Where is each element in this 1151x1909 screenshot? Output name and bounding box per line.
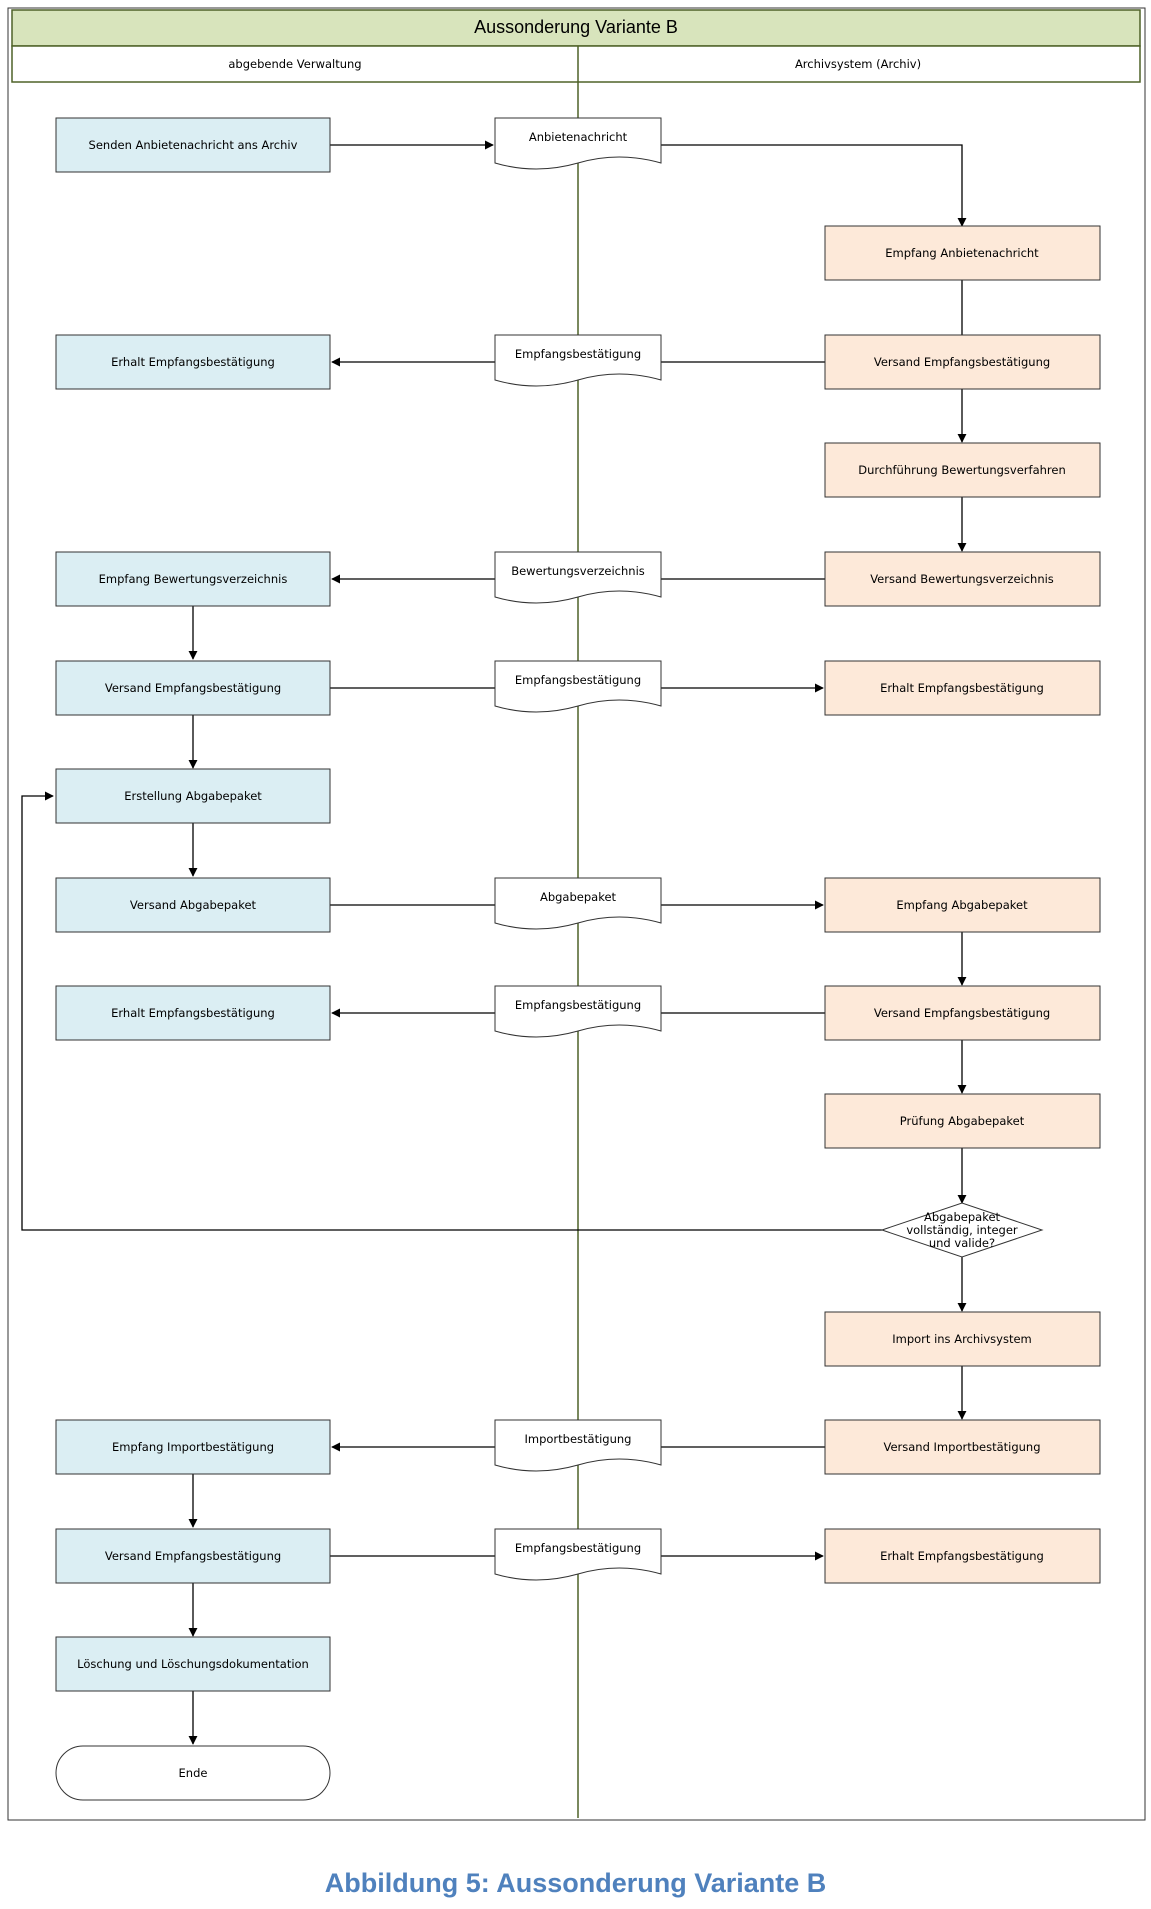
connector-decision-loopback xyxy=(21,791,882,1231)
svg-text:Löschung und Löschungsdokument: Löschung und Löschungsdokumentation xyxy=(77,1657,309,1671)
lane-left-label: abgebende Verwaltung xyxy=(228,57,361,71)
connectors xyxy=(21,140,967,1745)
right-step: Empfang Abgabepaket xyxy=(824,877,1101,933)
left-step: Senden Anbietenachricht ans Archiv xyxy=(55,117,331,173)
svg-text:Versand Empfangsbestätigung: Versand Empfangsbestätigung xyxy=(105,1549,281,1563)
decision-line-2: vollständig, integer xyxy=(906,1223,1018,1237)
right-step: Versand Empfangsbestätigung xyxy=(824,985,1101,1041)
right-step: Versand Bewertungsverzeichnis xyxy=(824,551,1101,607)
svg-text:Erhalt Empfangsbestätigung: Erhalt Empfangsbestätigung xyxy=(880,681,1044,695)
svg-text:Versand Empfangsbestätigung: Versand Empfangsbestätigung xyxy=(105,681,281,695)
left-step: Versand Empfangsbestätigung xyxy=(55,660,331,716)
left-step: Erhalt Empfangsbestätigung xyxy=(55,985,331,1041)
right-step: Erhalt Empfangsbestätigung xyxy=(824,660,1101,716)
svg-text:Empfang Abgabepaket: Empfang Abgabepaket xyxy=(896,898,1028,912)
lane-header xyxy=(11,45,1141,83)
svg-text:Ende: Ende xyxy=(179,1766,208,1780)
svg-text:Versand Empfangsbestätigung: Versand Empfangsbestätigung xyxy=(874,1006,1050,1020)
diagram-title: Aussonderung Variante B xyxy=(474,17,678,37)
svg-text:Empfangsbestätigung: Empfangsbestätigung xyxy=(515,673,641,687)
right-step: Import ins Archivsystem xyxy=(824,1311,1101,1367)
document-shape: Empfangsbestätigung xyxy=(494,1528,662,1581)
document-shape: Bewertungsverzeichnis xyxy=(494,551,662,604)
svg-text:Empfangsbestätigung: Empfangsbestätigung xyxy=(515,998,641,1012)
svg-text:Prüfung Abgabepaket: Prüfung Abgabepaket xyxy=(900,1114,1025,1128)
svg-text:Anbietenachricht: Anbietenachricht xyxy=(529,130,628,144)
svg-text:Empfangsbestätigung: Empfangsbestätigung xyxy=(515,1541,641,1555)
left-step: Versand Empfangsbestätigung xyxy=(55,1528,331,1584)
right-step: Erhalt Empfangsbestätigung xyxy=(824,1528,1101,1584)
svg-text:Empfang Bewertungsverzeichnis: Empfang Bewertungsverzeichnis xyxy=(99,572,288,586)
svg-text:Import ins Archivsystem: Import ins Archivsystem xyxy=(892,1332,1031,1346)
decision-diamond: Abgabepaket vollständig, integer und val… xyxy=(880,1202,1044,1258)
right-step: Versand Importbestätigung xyxy=(824,1419,1101,1475)
figure-caption: Abbildung 5: Aussonderung Variante B xyxy=(324,1868,827,1898)
svg-text:Bewertungsverzeichnis: Bewertungsverzeichnis xyxy=(511,564,645,578)
svg-text:Versand Bewertungsverzeichnis: Versand Bewertungsverzeichnis xyxy=(870,572,1054,586)
document-shape: Empfangsbestätigung xyxy=(494,334,662,387)
flow-diagram: Aussonderung Variante B abgebende Verwal… xyxy=(7,7,1146,1821)
svg-text:Erstellung Abgabepaket: Erstellung Abgabepaket xyxy=(124,789,262,803)
left-step: Empfang Bewertungsverzeichnis xyxy=(55,551,331,607)
svg-text:Abgabepaket: Abgabepaket xyxy=(540,890,617,904)
document-shape: Abgabepaket xyxy=(494,877,662,930)
svg-text:Senden Anbietenachricht ans Ar: Senden Anbietenachricht ans Archiv xyxy=(89,138,298,152)
svg-text:Erhalt Empfangsbestätigung: Erhalt Empfangsbestätigung xyxy=(111,355,275,369)
left-step: Erhalt Empfangsbestätigung xyxy=(55,334,331,390)
right-step: Empfang Anbietenachricht xyxy=(824,225,1101,281)
svg-text:Erhalt Empfangsbestätigung: Erhalt Empfangsbestätigung xyxy=(880,1549,1044,1563)
svg-text:Erhalt Empfangsbestätigung: Erhalt Empfangsbestätigung xyxy=(111,1006,275,1020)
svg-text:Versand Abgabepaket: Versand Abgabepaket xyxy=(130,898,257,912)
svg-text:Durchführung Bewertungsverfahr: Durchführung Bewertungsverfahren xyxy=(858,463,1066,477)
svg-text:Empfangsbestätigung: Empfangsbestätigung xyxy=(515,347,641,361)
right-step: Durchführung Bewertungsverfahren xyxy=(824,442,1101,498)
left-step: Empfang Importbestätigung xyxy=(55,1419,331,1475)
left-step: Löschung und Löschungsdokumentation xyxy=(55,1636,331,1692)
svg-text:Versand Importbestätigung: Versand Importbestätigung xyxy=(883,1440,1040,1454)
document-shape: Empfangsbestätigung xyxy=(494,660,662,713)
left-step: Versand Abgabepaket xyxy=(55,877,331,933)
document-shape: Importbestätigung xyxy=(494,1419,662,1472)
right-step: Prüfung Abgabepaket xyxy=(824,1093,1101,1149)
decision-line-3: und valide? xyxy=(929,1236,995,1250)
svg-text:Empfang Anbietenachricht: Empfang Anbietenachricht xyxy=(885,246,1039,260)
right-step: Versand Empfangsbestätigung xyxy=(824,334,1101,390)
svg-text:Versand Empfangsbestätigung: Versand Empfangsbestätigung xyxy=(874,355,1050,369)
svg-text:Empfang Importbestätigung: Empfang Importbestätigung xyxy=(112,1440,274,1454)
title-bar xyxy=(11,9,1141,47)
svg-text:Importbestätigung: Importbestätigung xyxy=(525,1432,632,1446)
decision-line-1: Abgabepaket xyxy=(924,1210,1001,1224)
lane-right-label: Archivsystem (Archiv) xyxy=(795,57,921,71)
left-lane-steps: Senden Anbietenachricht ans Archiv Erhal… xyxy=(55,117,331,1801)
document-shape: Anbietenachricht xyxy=(494,117,662,170)
right-lane-steps: Empfang Anbietenachricht Versand Empfang… xyxy=(824,225,1101,1584)
end-terminator: Ende xyxy=(55,1745,331,1801)
left-step: Erstellung Abgabepaket xyxy=(55,768,331,824)
documents: Anbietenachricht Empfangsbestätigung Bew… xyxy=(494,117,662,1581)
connector-offer-to-archive xyxy=(661,144,967,227)
document-shape: Empfangsbestätigung xyxy=(494,985,662,1038)
